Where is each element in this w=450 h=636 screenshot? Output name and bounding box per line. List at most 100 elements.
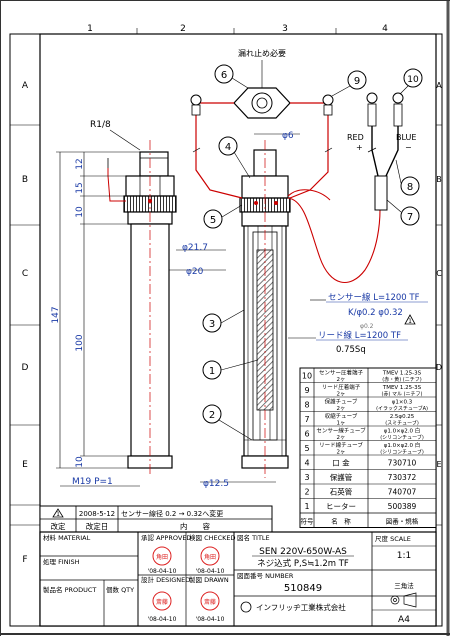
drawn-label: 製図 DRAWN bbox=[189, 575, 229, 584]
product-label: 製品名 PRODUCT bbox=[43, 585, 96, 594]
sensor-wire-label: センサー線 L=1200 TF bbox=[328, 292, 420, 303]
blue-label: BLUE bbox=[396, 133, 416, 142]
parts-row-qty: 2ヶ bbox=[337, 406, 346, 412]
grid-col-2: 2 bbox=[180, 24, 186, 34]
red-blue-terminals bbox=[366, 92, 404, 211]
qty-label: 個数 QTY bbox=[106, 585, 134, 594]
parts-row-qty: 2ヶ bbox=[337, 435, 346, 441]
parts-row-name: 石英管 bbox=[330, 486, 353, 496]
svg-text:1: 1 bbox=[209, 366, 215, 377]
parts-row-spec: 500389 bbox=[388, 502, 417, 511]
parts-row-spec: φ1.0×φ2.0 白 bbox=[384, 441, 421, 449]
dim-m19: M19 P=1 bbox=[72, 477, 113, 487]
parts-row-name: リード線チューブ bbox=[319, 441, 363, 449]
dim-d21-7: φ21.7 bbox=[182, 243, 208, 253]
stamp-checked bbox=[200, 546, 220, 566]
parts-row-name: 保護チューブ bbox=[325, 397, 358, 405]
revision-triangle-note bbox=[404, 314, 416, 325]
parts-row-no: 3 bbox=[304, 473, 309, 482]
dim-d12-5: φ12.5 bbox=[203, 479, 229, 489]
grid-row-e-left: E bbox=[22, 460, 28, 470]
parts-row-spec: 740707 bbox=[388, 487, 417, 496]
thread-spec-label: R1/8 bbox=[90, 120, 111, 130]
grid-row-d-left: D bbox=[22, 363, 29, 373]
grid-row-d-right: D bbox=[436, 363, 442, 372]
approved-label: 承認 APPROVED bbox=[141, 533, 191, 542]
dim-100: 100 bbox=[75, 334, 85, 351]
left-dimension-lines bbox=[56, 151, 140, 469]
grid-row-markers: A B C D E F A B C D E bbox=[22, 81, 443, 565]
grid-row-c-left: C bbox=[22, 269, 28, 279]
title-block: 材料 MATERIAL 処理 FINISH 製品名 PRODUCT 個数 QTY… bbox=[39, 531, 437, 627]
grid-col-3: 3 bbox=[282, 24, 288, 34]
finish-label: 処理 FINISH bbox=[43, 557, 80, 566]
balloon-10: 10 bbox=[399, 68, 423, 95]
svg-text:6: 6 bbox=[221, 70, 227, 81]
revision-h-content: 内 容 bbox=[180, 521, 210, 531]
parts-row-no: 5 bbox=[304, 444, 309, 453]
parts-row-qty: 2ヶ bbox=[337, 391, 346, 397]
material-label: 材料 MATERIAL bbox=[43, 533, 91, 542]
parts-row-spec-note: (シリコンチューブ) bbox=[380, 448, 424, 455]
parts-row-spec-note: (シリコンチューブ) bbox=[380, 434, 424, 441]
svg-text:斎藤: 斎藤 bbox=[204, 598, 216, 606]
designed-label: 設計 DESIGNED bbox=[141, 575, 190, 584]
parts-row-qty: 2ヶ bbox=[337, 377, 346, 383]
svg-text:斎藤: 斎藤 bbox=[156, 598, 168, 606]
parts-row-name: センサー圧着端子 bbox=[319, 368, 364, 376]
blue-sign: − bbox=[405, 143, 412, 152]
revision-mark: 1 bbox=[56, 511, 60, 518]
sensor-wire-spec: K/φ0.2 φ0.32 bbox=[348, 308, 403, 318]
dim-15: 15 bbox=[75, 182, 85, 193]
svg-text:5: 5 bbox=[210, 215, 216, 226]
projection-label: 三角法 bbox=[394, 581, 414, 590]
lead-wire-spec: 0.75Sq bbox=[336, 345, 366, 355]
grid-row-e-right: E bbox=[436, 460, 441, 469]
svg-text:1: 1 bbox=[408, 318, 412, 325]
parts-row-spec: 730710 bbox=[388, 458, 417, 467]
parts-row-spec-note: (赤・黄) (ニチフ) bbox=[382, 376, 421, 383]
date-designed: '08-04-10 bbox=[148, 616, 177, 623]
left-elevation-view bbox=[107, 140, 177, 476]
grid-col-4: 4 bbox=[382, 24, 388, 34]
lead-wire-label: リード線 L=1200 TF bbox=[318, 330, 401, 341]
parts-row-no: 8 bbox=[304, 400, 309, 409]
grid-row-c-right: C bbox=[436, 269, 442, 278]
revision-h-change: 改定 bbox=[51, 521, 66, 531]
parts-row-no: 4 bbox=[304, 458, 309, 467]
svg-text:7: 7 bbox=[407, 212, 413, 223]
red-label: RED bbox=[347, 133, 364, 142]
company-name: インフリッヂ工業株式会社 bbox=[256, 602, 346, 612]
parts-row-spec: TMEV 1.25-3S bbox=[382, 385, 422, 391]
parts-row-name: リード圧着端子 bbox=[322, 383, 361, 391]
stamp-designed bbox=[152, 591, 172, 611]
parts-row-name: ヒーター bbox=[326, 502, 356, 511]
balloon-2: 2 bbox=[202, 404, 253, 441]
parts-row-no: 2 bbox=[304, 487, 309, 496]
revision-text: センサー線径 0.2 → 0.32へ変更 bbox=[121, 509, 223, 518]
svg-text:10: 10 bbox=[407, 75, 419, 85]
scale-label: 尺度 SCALE bbox=[375, 534, 411, 543]
parts-header-no: 符号 bbox=[301, 516, 315, 525]
parts-row-spec-note: (赤) マル (ニチフ) bbox=[382, 391, 423, 397]
parts-row-name: 口 金 bbox=[332, 457, 350, 467]
balloon-7: 7 bbox=[386, 199, 420, 226]
parts-row-no: 9 bbox=[304, 386, 309, 395]
drawing-number: 510849 bbox=[284, 583, 322, 594]
dim-10-bottom: 10 bbox=[75, 456, 85, 468]
title-line2: ネジ込式 P,S≒1.2m TF bbox=[257, 558, 349, 569]
checked-label: 検図 CHECKED bbox=[189, 533, 236, 542]
grid-row-b-left: B bbox=[22, 175, 28, 185]
sheet-size: A4 bbox=[398, 615, 410, 625]
revision-block: 1 2008-5-12 センサー線径 0.2 → 0.32へ変更 改定 改定日 … bbox=[39, 505, 273, 533]
number-label: 図面番号 NUMBER bbox=[237, 572, 294, 580]
balloon-9: 9 bbox=[331, 70, 367, 97]
parts-header-material: 図番・規格 bbox=[386, 516, 419, 525]
balloon-group: 1 2 3 4 5 6 7 8 9 10 bbox=[202, 64, 423, 441]
grid-column-markers: 1 2 3 4 bbox=[87, 24, 388, 34]
title-label: 図名 TITLE bbox=[237, 533, 270, 542]
grid-row-a-left: A bbox=[22, 81, 29, 91]
balloon-4: 4 bbox=[218, 136, 251, 179]
